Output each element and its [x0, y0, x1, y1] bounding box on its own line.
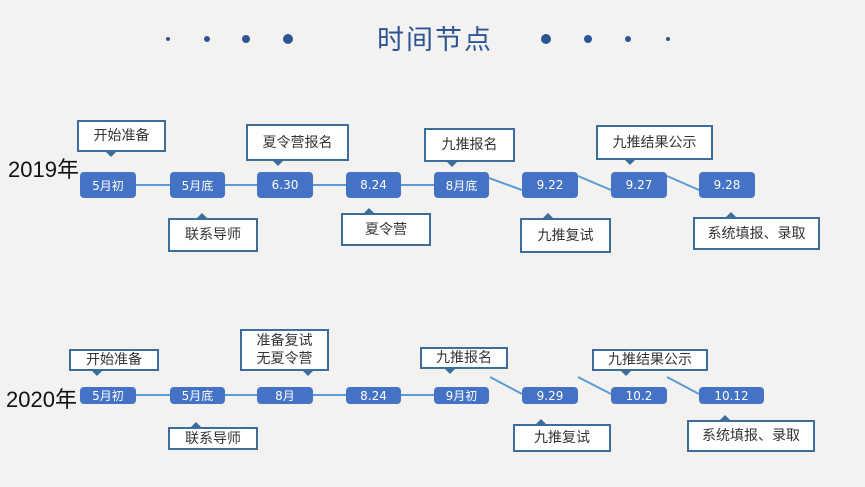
callout: 夏令营报名 [246, 124, 349, 166]
connector [489, 376, 523, 395]
decor-dot [541, 34, 551, 44]
callout: 联系导师 [168, 422, 258, 450]
timeline-node: 9.22 [522, 172, 578, 198]
callout: 九推结果公示 [596, 125, 713, 165]
callout: 九推报名 [424, 128, 515, 167]
callout-multiline: 准备复试 无夏令营 [240, 329, 329, 376]
timeline-node: 9月初 [434, 387, 489, 404]
callout: 九推结果公示 [592, 349, 708, 376]
timeline-node: 9.28 [699, 172, 755, 198]
callout: 九推报名 [420, 347, 508, 374]
timeline-node: 10.2 [611, 387, 667, 404]
timeline-node: 8月 [257, 387, 313, 404]
decor-dot [166, 37, 170, 41]
decor-dot [625, 36, 631, 42]
callout: 系统填报、录取 [687, 415, 815, 452]
timeline-node: 6.30 [257, 172, 313, 198]
timeline-node: 5月初 [80, 172, 136, 198]
timeline-node: 5月底 [170, 387, 225, 404]
connector [488, 177, 523, 191]
callout: 联系导师 [168, 213, 258, 252]
timeline-node: 5月底 [170, 172, 225, 198]
decor-dot [242, 35, 250, 43]
connector [666, 175, 700, 191]
callout: 夏令营 [341, 208, 431, 246]
callout-line: 无夏令营 [256, 351, 313, 367]
timeline-node: 8月底 [434, 172, 489, 198]
timeline-node: 8.24 [346, 172, 401, 198]
timeline-node: 8.24 [346, 387, 401, 404]
callout: 开始准备 [77, 120, 166, 157]
callout: 九推复试 [520, 213, 611, 253]
decor-dot [283, 34, 293, 44]
callout: 系统填报、录取 [693, 212, 820, 250]
connector [577, 175, 612, 191]
callout: 开始准备 [69, 349, 159, 376]
year-label-2019: 2019年 [8, 157, 79, 182]
connector [577, 376, 612, 395]
timeline-node: 10.12 [699, 387, 764, 404]
year-label-2020: 2020年 [6, 387, 77, 412]
decor-dot [666, 37, 670, 41]
timeline-node: 9.29 [522, 387, 578, 404]
connector [666, 376, 700, 395]
decor-dot [584, 35, 592, 43]
callout: 九推复试 [513, 419, 611, 452]
callout-line: 准备复试 [256, 333, 313, 349]
timeline-node: 5月初 [80, 387, 136, 404]
decor-dot [204, 36, 210, 42]
page-title: 时间节点 [377, 25, 493, 56]
timeline-node: 9.27 [611, 172, 667, 198]
